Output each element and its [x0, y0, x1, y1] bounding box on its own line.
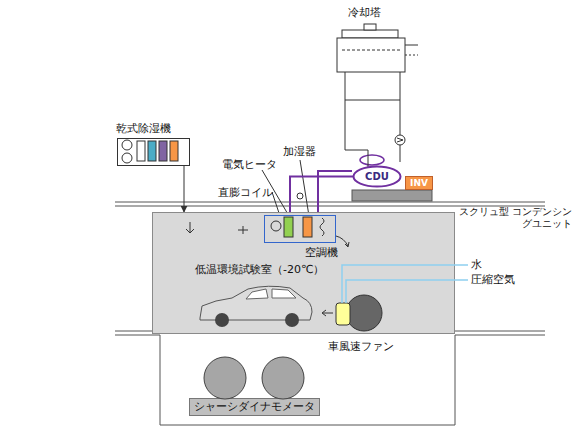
node-label: 乾式除湿機 [116, 122, 171, 135]
water-pipe [345, 100, 400, 101]
unit-base [352, 190, 432, 201]
connector [184, 166, 185, 212]
water-pipe [400, 72, 401, 162]
node-label: INV [410, 178, 428, 189]
part-label: 水 [471, 258, 482, 271]
drawing-part [137, 141, 145, 161]
drawing-part [148, 141, 156, 161]
roller [262, 357, 304, 399]
ground-line [115, 335, 160, 336]
leader-line [300, 160, 309, 216]
drawing-part [122, 140, 132, 150]
node-label: 冷却塔 [348, 6, 381, 19]
node-box: INV [405, 176, 433, 190]
drawing-part [405, 45, 418, 46]
part-label: 圧縮空気 [471, 273, 515, 286]
ellipse-shape [354, 166, 401, 186]
drawing-part [337, 38, 405, 72]
pit-outline [160, 335, 455, 425]
dehumidifier-parts [122, 140, 178, 163]
node-box: 乾式除湿機 [117, 138, 190, 166]
roller [204, 357, 246, 399]
drawing-part [364, 24, 376, 30]
drawing-part [405, 55, 418, 56]
ground-line [455, 335, 545, 336]
connector [290, 177, 354, 216]
node-label: 低温環境試験室（-20℃） [195, 263, 324, 276]
node-box: 冷却塔 [328, 6, 418, 76]
drawing-part [342, 50, 400, 51]
part-label: 加湿器 [283, 145, 316, 158]
connector [345, 72, 368, 167]
drawing-part [159, 141, 167, 161]
node-label: 空調機 [305, 246, 338, 259]
part-label: 直膨コイル [218, 186, 273, 199]
drawing-part [170, 141, 178, 161]
compressor-symbol [360, 155, 384, 165]
node-box: 低温環境試験室（-20℃） 空調機 [152, 212, 455, 334]
cooling-tower [337, 24, 418, 72]
node-box: シャーシダイナモメータ [189, 398, 320, 416]
part-label: スクリュ型 コンデンシングユニット [458, 206, 572, 230]
node-box: CDU [352, 165, 402, 188]
pump-symbol [397, 138, 403, 142]
part-label: 車風速ファン [328, 340, 394, 353]
node-label: シャーシダイナモメータ [194, 400, 315, 413]
pump-symbol [395, 135, 405, 145]
ground-line [455, 331, 545, 332]
drawing-part [342, 30, 398, 38]
node-label: CDU [365, 171, 389, 183]
part-label: 電気ヒータ [222, 158, 277, 171]
floor-line [115, 202, 545, 203]
valve-symbol [297, 193, 303, 199]
drawing-part [122, 153, 132, 163]
node-box: 空調機 [264, 215, 336, 243]
